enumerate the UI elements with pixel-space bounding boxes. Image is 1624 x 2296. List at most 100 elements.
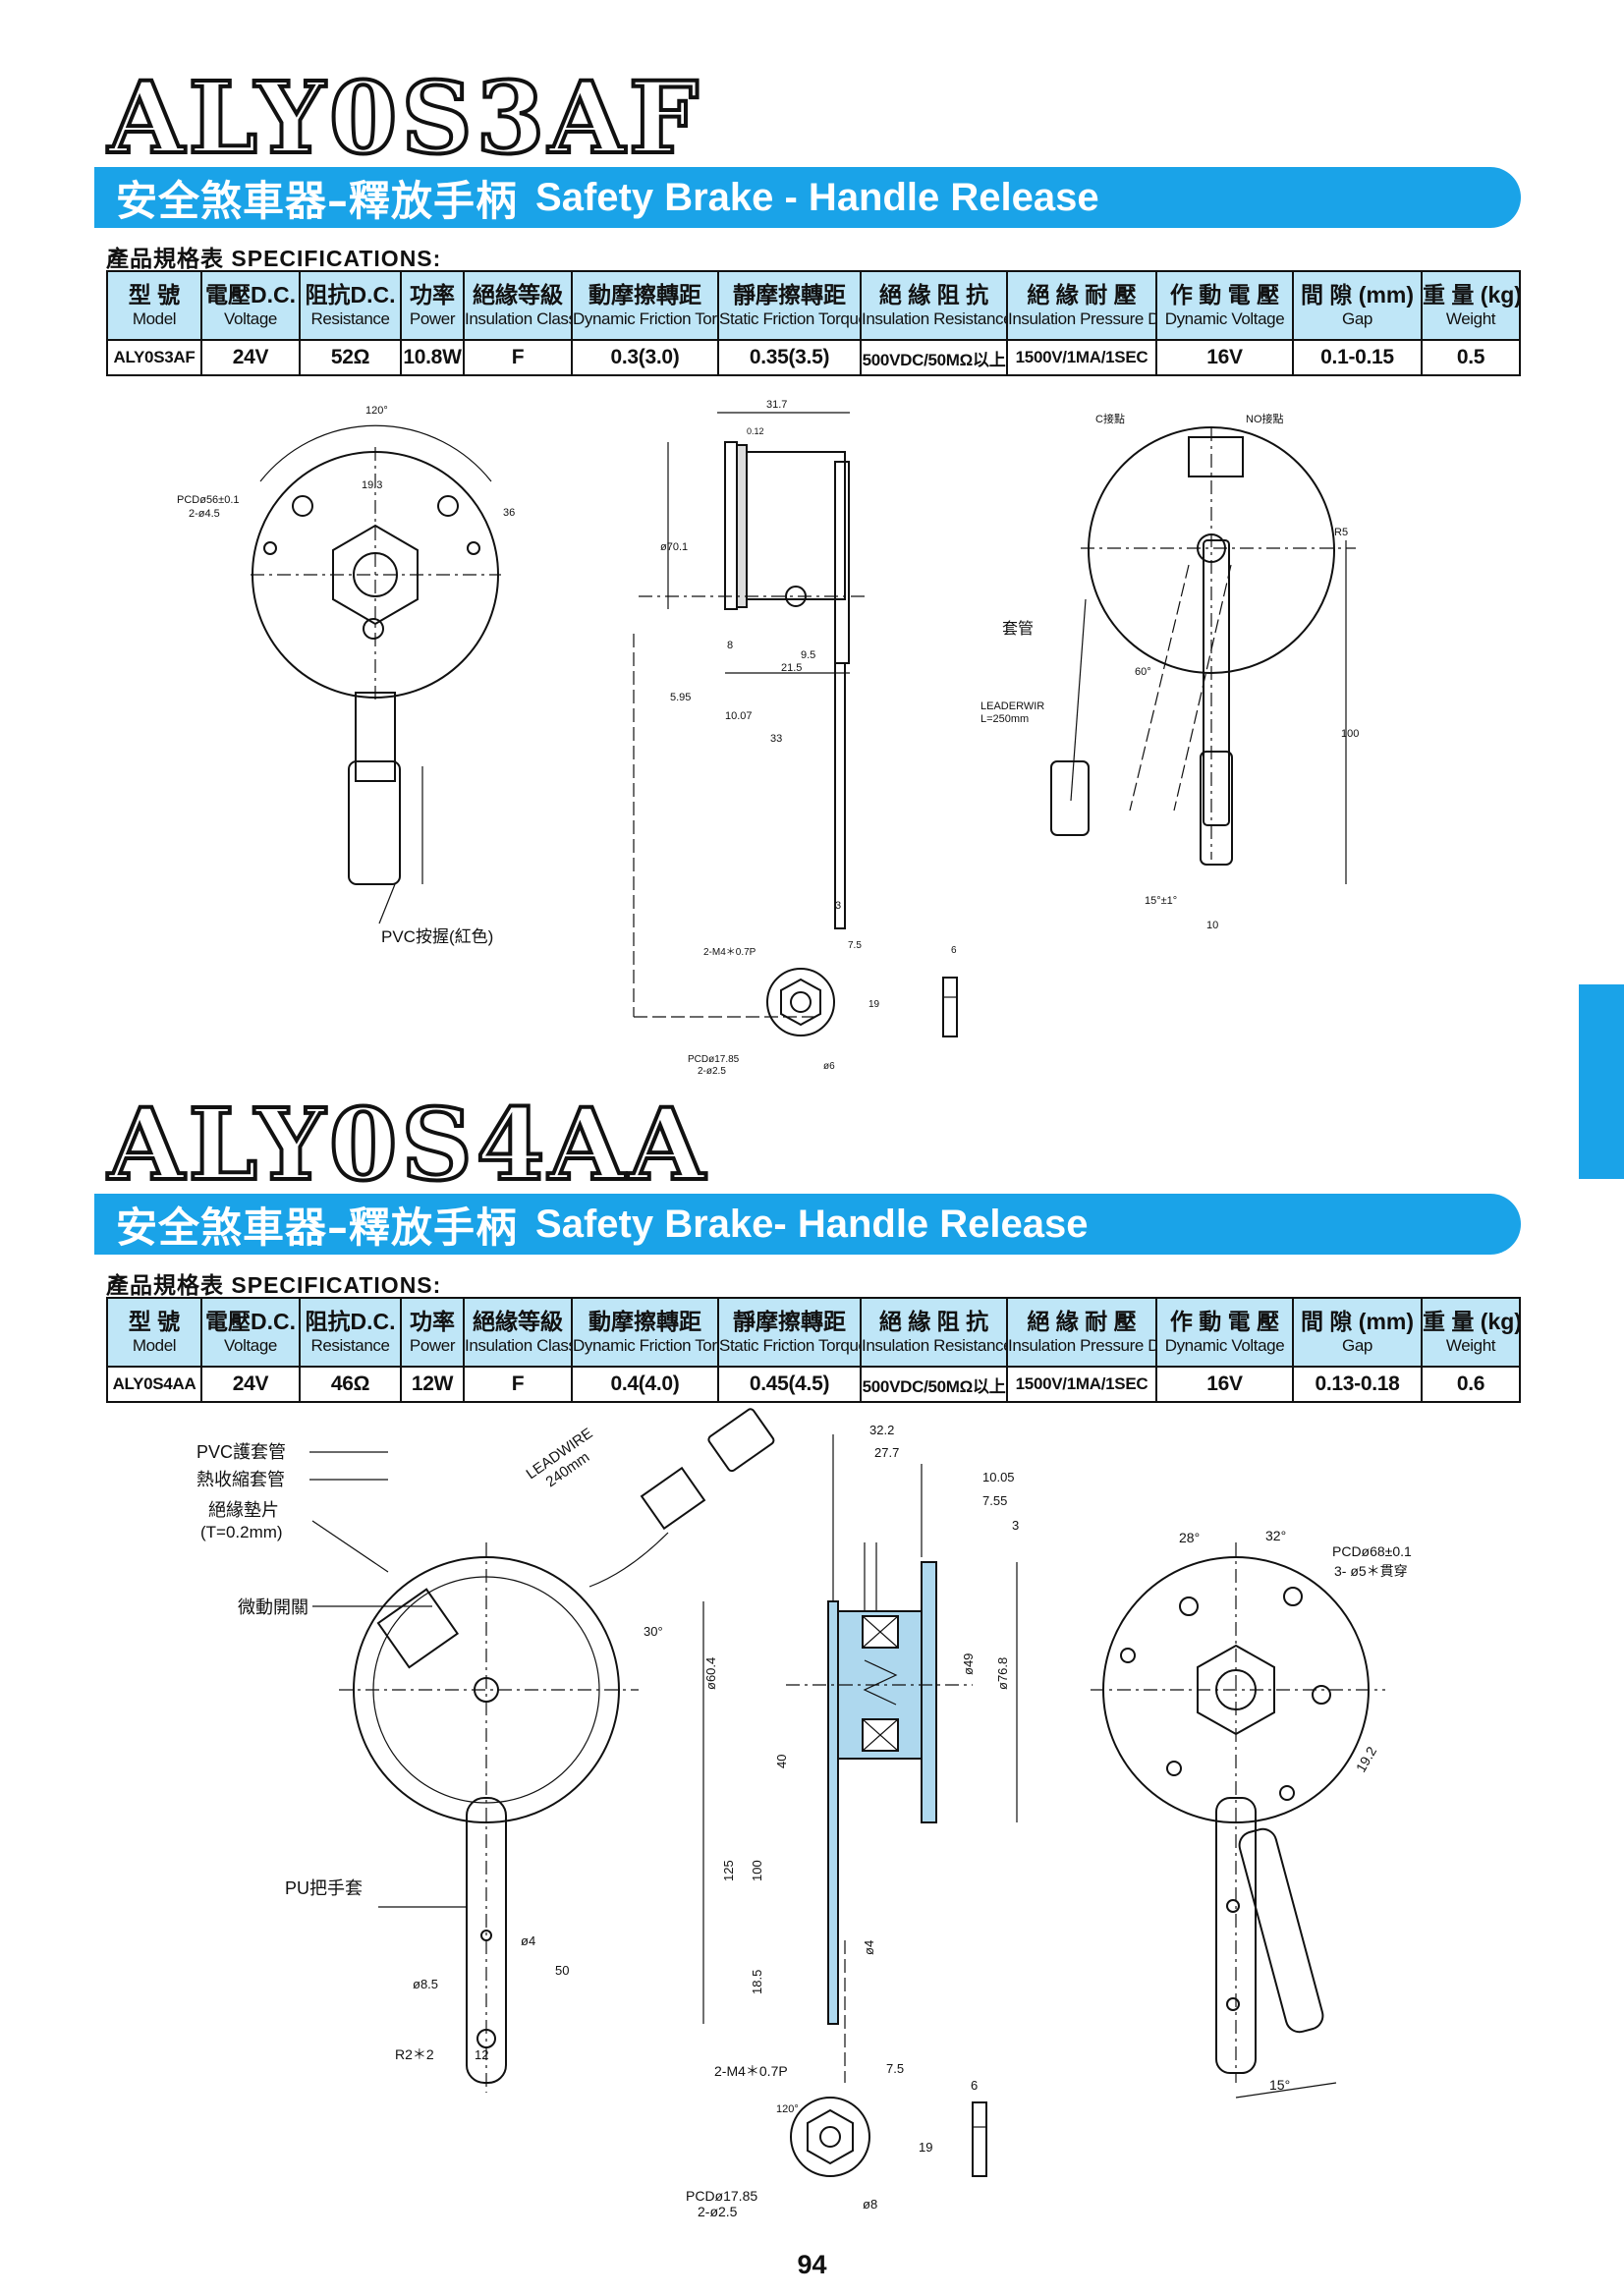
- label-w31: 31.7: [766, 399, 787, 411]
- label-t6: 6: [951, 945, 957, 956]
- label-d76: ø76.8: [995, 1657, 1010, 1690]
- label-a32: 32°: [1265, 1528, 1286, 1543]
- label-h50: 50: [555, 1963, 569, 1978]
- label-holes: 2-ø4.5: [189, 508, 220, 520]
- label-hex: 19.3: [362, 479, 382, 491]
- cell-voltage: 24V: [200, 339, 301, 376]
- label-no-contact: NO接點: [1246, 413, 1284, 425]
- label-h18: 18.5: [750, 1970, 764, 1994]
- front-view: 120° PCDø56±0.1 2-ø4.5 19.3 36 PVC按握(紅色): [177, 405, 515, 946]
- cell-static-torque: 0.35(3.5): [717, 339, 862, 376]
- label-pcd17: PCDø17.85: [686, 2188, 757, 2204]
- col-header: 阻抗D.C.Resistance: [299, 270, 402, 341]
- cell-dynamic-torque: 0.3(3.0): [571, 339, 719, 376]
- label-pvc-sleeve: PVC護套管: [196, 1442, 286, 1462]
- label-micro-switch: 微動開關: [238, 1597, 308, 1617]
- section-tab: [1579, 984, 1624, 1179]
- side-section-view: 32.2 27.7 10.05 7.55 3 ø60.4 ø49 ø76.8 4…: [702, 1423, 1019, 2083]
- label-w7: 7.55: [982, 1493, 1007, 1508]
- label-holes2: 2-ø2.5: [698, 2204, 738, 2219]
- label-w10: 10.07: [725, 710, 753, 722]
- cell-resistance: 52Ω: [299, 339, 402, 376]
- label-h19: 19: [919, 2140, 932, 2155]
- label-pcd17: PCDø17.85: [688, 1054, 740, 1065]
- label-w12: 12: [475, 2047, 488, 2062]
- spec-label-en: SPECIFICATIONS:: [231, 1272, 442, 1298]
- spec-value-row: ALY0S3AF 24V 52Ω 10.8W F 0.3(3.0) 0.35(3…: [106, 339, 1521, 376]
- hub-detail: 2-M4＊0.7P PCDø17.85 2-ø2.5 7.5 19 ø8 6 1…: [686, 2061, 987, 2219]
- label-w8: 8: [727, 640, 733, 651]
- cell-insulation-resistance: 500VDC/50MΩ以上: [860, 1366, 1008, 1403]
- label-d4b: ø4: [862, 1940, 876, 1955]
- technical-drawing-1: 120° PCDø56±0.1 2-ø4.5 19.3 36 PVC按握(紅色)…: [177, 399, 1359, 1077]
- technical-drawing-2: PVC護套管 熱收縮套管 絕緣墊片 (T=0.2mm) 微動開關 PU把手套 L…: [196, 1408, 1412, 2219]
- product-banner: 安全煞車器–釋放手柄 Safety Brake - Handle Release: [94, 167, 1521, 228]
- product-title: ALY0S3AF: [106, 60, 702, 176]
- cell-insulation-resistance: 500VDC/50MΩ以上: [860, 339, 1008, 376]
- banner-title-zh: 安全煞車器–釋放手柄: [116, 176, 519, 225]
- cell-weight: 0.6: [1421, 1366, 1521, 1403]
- col-header: 間 隙 (mm)Gap: [1292, 1297, 1423, 1368]
- col-header: 電壓D.C.Voltage: [200, 1297, 301, 1368]
- label-w21: 21.5: [781, 662, 802, 674]
- label-gap: 0.12: [747, 426, 764, 436]
- cell-weight: 0.5: [1421, 339, 1521, 376]
- label-a120: 120°: [776, 2103, 799, 2115]
- label-d4: ø4: [521, 1933, 535, 1948]
- spec-label: 產品規格表 SPECIFICATIONS:: [106, 240, 441, 273]
- label-m4: 2-M4＊0.7P: [703, 947, 756, 958]
- spec-value-row: ALY0S4AA 24V 46Ω 12W F 0.4(4.0) 0.45(4.5…: [106, 1366, 1521, 1403]
- cell-power: 12W: [400, 1366, 465, 1403]
- label-pu-grip: PU把手套: [285, 1878, 363, 1898]
- label-holes2: 2-ø2.5: [698, 1066, 726, 1077]
- label-d6: ø6: [823, 1061, 835, 1072]
- rear-view: 28° 32° PCDø68±0.1 3- ø5＊貫穿 19.2 15°: [1091, 1528, 1412, 2099]
- label-w10b: 10: [1206, 920, 1218, 931]
- spec-label: 產品規格表 SPECIFICATIONS:: [106, 1266, 441, 1300]
- cell-model: ALY0S4AA: [106, 1366, 202, 1403]
- cell-insulation-class: F: [463, 339, 573, 376]
- label-hex19: 19.2: [1353, 1744, 1380, 1775]
- banner-title-en: Safety Brake - Handle Release: [535, 175, 1099, 219]
- label-w5: 5.95: [670, 692, 691, 703]
- cell-insulation-class: F: [463, 1366, 573, 1403]
- label-m4: 2-M4＊0.7P: [714, 2063, 788, 2079]
- col-header: 重 量 (kg)Weight: [1421, 1297, 1521, 1368]
- label-w9: 9.5: [801, 649, 815, 661]
- cell-gap: 0.13-0.18: [1292, 1366, 1423, 1403]
- label-h125: 125: [721, 1860, 736, 1881]
- col-header: 重 量 (kg)Weight: [1421, 270, 1521, 341]
- spec-label-zh: 產品規格表: [106, 246, 224, 271]
- side-view: 31.7 0.12 ø70.1 8 21.5 9.5 5.95 10.07 33…: [633, 399, 865, 1018]
- label-lead: LEADERWIR: [980, 700, 1044, 712]
- col-header: 阻抗D.C.Resistance: [299, 1297, 402, 1368]
- cell-insulation-pressure: 1500V/1MA/1SEC: [1006, 339, 1157, 376]
- product-title: ALY0S4AA: [106, 1087, 709, 1203]
- col-header: 間 隙 (mm)Gap: [1292, 270, 1423, 341]
- label-d49: ø49: [961, 1653, 976, 1675]
- cell-dynamic-voltage: 16V: [1155, 339, 1294, 376]
- label-d8b: ø8: [863, 2197, 877, 2212]
- cell-resistance: 46Ω: [299, 1366, 402, 1403]
- label-w27: 27.7: [874, 1445, 899, 1460]
- label-insul-pad: 絕緣墊片: [208, 1500, 279, 1520]
- spec-label-en: SPECIFICATIONS:: [231, 246, 442, 271]
- spec-label-zh: 產品規格表: [106, 1272, 224, 1298]
- cell-insulation-pressure: 1500V/1MA/1SEC: [1006, 1366, 1157, 1403]
- page-number: 94: [797, 2250, 827, 2279]
- label-c-contact: C接點: [1095, 413, 1125, 425]
